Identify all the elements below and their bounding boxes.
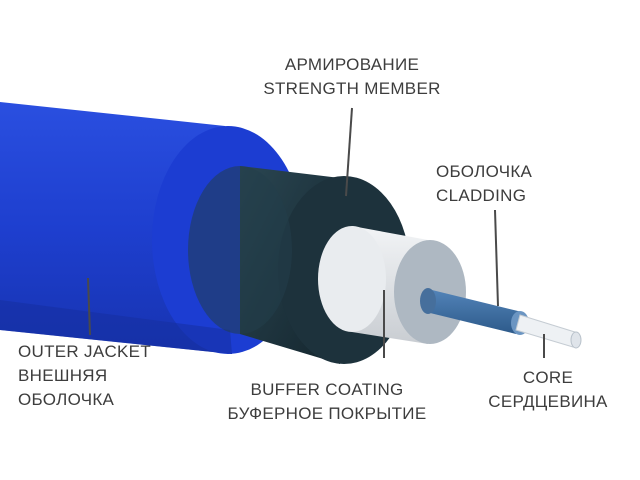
buffer-coating-layer [318, 226, 466, 344]
cladding-label-ru: ОБОЛОЧКА [436, 162, 533, 181]
outer-jacket-label-ru-line1: ВНЕШНЯЯ [18, 366, 108, 385]
cladding-layer [420, 288, 529, 335]
core-label-en: CORE [522, 368, 574, 387]
strength-member-label-ru: АРМИРОВАНИЕ [284, 55, 420, 74]
leader-lines [87, 107, 545, 358]
core-end-face [570, 331, 582, 349]
strength-member-label-en: STRENGTH MEMBER [263, 79, 441, 98]
strength-member-rim [188, 166, 292, 334]
buffer-coating-label-ru: БУФЕРНОЕ ПОКРЫТИЕ [227, 404, 427, 423]
strength-member-label: АРМИРОВАНИЕ STRENGTH MEMBER [252, 53, 452, 101]
outer-jacket-shadow [0, 300, 232, 354]
leader-line-outer-jacket [87, 277, 91, 336]
leader-line-strength-member [345, 107, 353, 197]
outer-jacket-label: OUTER JACKET ВНЕШНЯЯ ОБОЛОЧКА [18, 340, 168, 412]
cladding-label-en: CLADDING [436, 186, 527, 205]
core-body [515, 314, 579, 348]
buffer-coating-back [318, 226, 386, 332]
cladding-back [420, 288, 436, 314]
buffer-coating-label-en: BUFFER COATING [250, 380, 404, 399]
core-label-ru: СЕРДЦЕВИНА [488, 392, 608, 411]
outer-jacket-label-ru-line2: ОБОЛОЧКА [18, 390, 115, 409]
cladding-body [426, 290, 522, 334]
core-label: CORE СЕРДЦЕВИНА [478, 366, 618, 414]
cladding-label: ОБОЛОЧКА CLADDING [436, 160, 548, 208]
leader-line-cladding [494, 209, 499, 307]
buffer-coating-label: BUFFER COATING БУФЕРНОЕ ПОКРЫТИЕ [210, 378, 444, 426]
outer-jacket-label-en: OUTER JACKET [18, 342, 152, 361]
core-layer [515, 314, 582, 349]
